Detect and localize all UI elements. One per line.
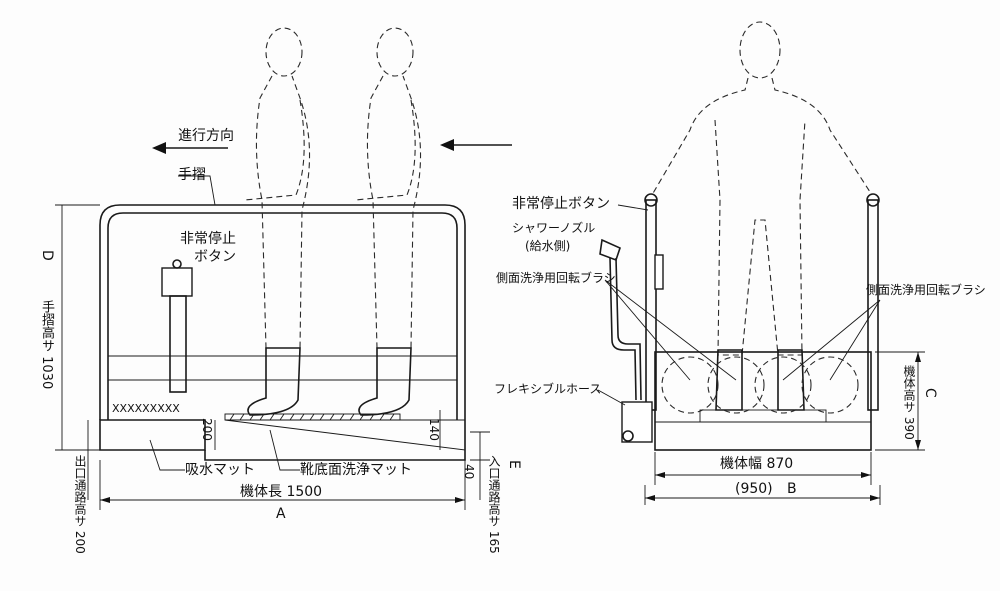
handrail-label: 手摺 [178,167,206,183]
person-silhouette-2 [354,27,422,416]
exit-height-label: 出口通路高サ 200 [73,455,87,554]
front-stop-button-label: 非常停止ボタン [512,196,610,212]
shower-nozzle-icon [599,238,642,401]
front-height-label: 機体高サ 390 [902,365,916,440]
dim-200: 200 [200,418,214,441]
hose-label: フレキシブルホース [494,382,602,396]
brush-right-leader [782,299,881,381]
front-view [597,21,925,505]
shower-label-2: (給水側) [525,239,571,253]
front-stop-button-icon [654,254,664,290]
handrail-leader [178,175,216,206]
sole-mat-leader [269,429,300,471]
brush-left-leader [604,279,737,381]
front-height-letter: C [922,388,938,398]
length-label: 機体長 1500 [240,484,323,500]
side-stop-button-icon [161,259,193,393]
width-label: 機体幅 870 [720,456,794,472]
direction-arrow-icon [152,142,228,154]
hose-leader [597,389,626,406]
handrail-height-letter: D [39,250,55,261]
dim-140: 140 [427,418,441,441]
absorb-mat-label: 吸水マット [185,462,255,478]
brush-right-label: 側面洗浄用回転ブラシ [866,283,986,297]
side-machine-body: XXXXXXXXX [99,355,466,461]
entry-arrow-icon [440,139,512,151]
svg-text:XXXXXXXXX: XXXXXXXXX [112,402,180,415]
shower-label-1: シャワーノズル [512,221,596,235]
side-dimensions [55,204,490,510]
entry-height-label: 入口通路高サ 165 [487,455,501,554]
front-machine-body [654,351,872,451]
outer-width-letter: B [787,481,797,497]
handrail-height-label: 手摺高サ 1030 [39,300,54,390]
direction-label: 進行方向 [178,128,234,144]
person-silhouette-1 [244,27,311,416]
rotating-brushes [661,356,859,414]
front-handrail-posts [644,193,880,411]
length-letter: A [276,506,286,522]
side-stop-button-label-2: ボタン [194,249,236,265]
front-dimensions [644,351,925,505]
entry-letter: E [506,460,522,469]
outer-width-label: (950) [735,481,773,497]
side-view: XXXXXXXXX [55,27,512,510]
flexible-hose-icon [621,401,653,443]
dim-40: 40 [462,464,476,480]
front-stop-leader [617,204,649,211]
handrail [99,204,466,420]
side-stop-button-label-1: 非常停止 [180,231,236,247]
absorb-mat-leader [149,439,185,471]
sole-mat-label: 靴底面洗浄マット [300,462,412,478]
brush-left-label: 側面洗浄用回転ブラシ [496,271,616,285]
